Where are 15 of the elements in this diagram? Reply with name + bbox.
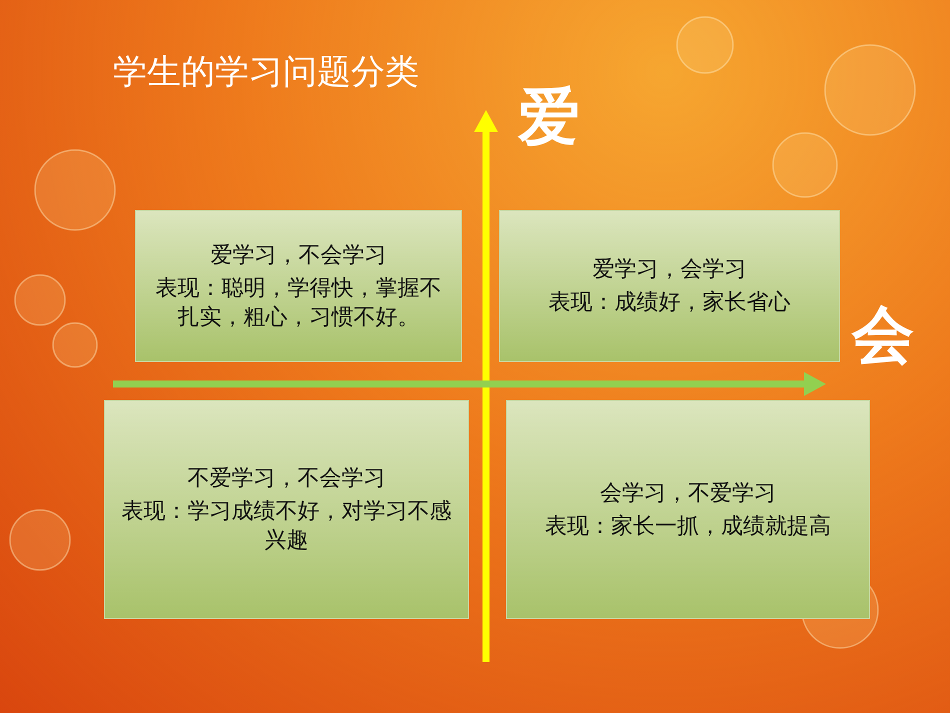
box-description: 表现：聪明，学得快，掌握不扎实，粗心，习惯不好。 — [154, 274, 442, 332]
slide-title: 学生的学习问题分类 — [113, 51, 419, 94]
box-heading: 爱学习，不会学习 — [210, 242, 386, 270]
quadrant-box — [135, 210, 462, 362]
quadrant-box — [104, 400, 469, 619]
box-description: 表现：学习成绩不好，对学习不感兴趣 — [120, 498, 452, 555]
box-heading: 不爱学习，不会学习 — [188, 465, 386, 493]
box-description: 表现：家长一抓，成绩就提高 — [545, 512, 831, 540]
axis-label: 会 — [852, 300, 914, 370]
quadrant-box — [506, 400, 870, 619]
box-heading: 会学习，不爱学习 — [600, 480, 776, 508]
box-heading: 爱学习，会学习 — [592, 256, 746, 284]
box-description: 表现：成绩好，家长省心 — [548, 289, 790, 317]
quadrant-box — [499, 210, 840, 362]
axis-label: 爱 — [518, 82, 580, 152]
